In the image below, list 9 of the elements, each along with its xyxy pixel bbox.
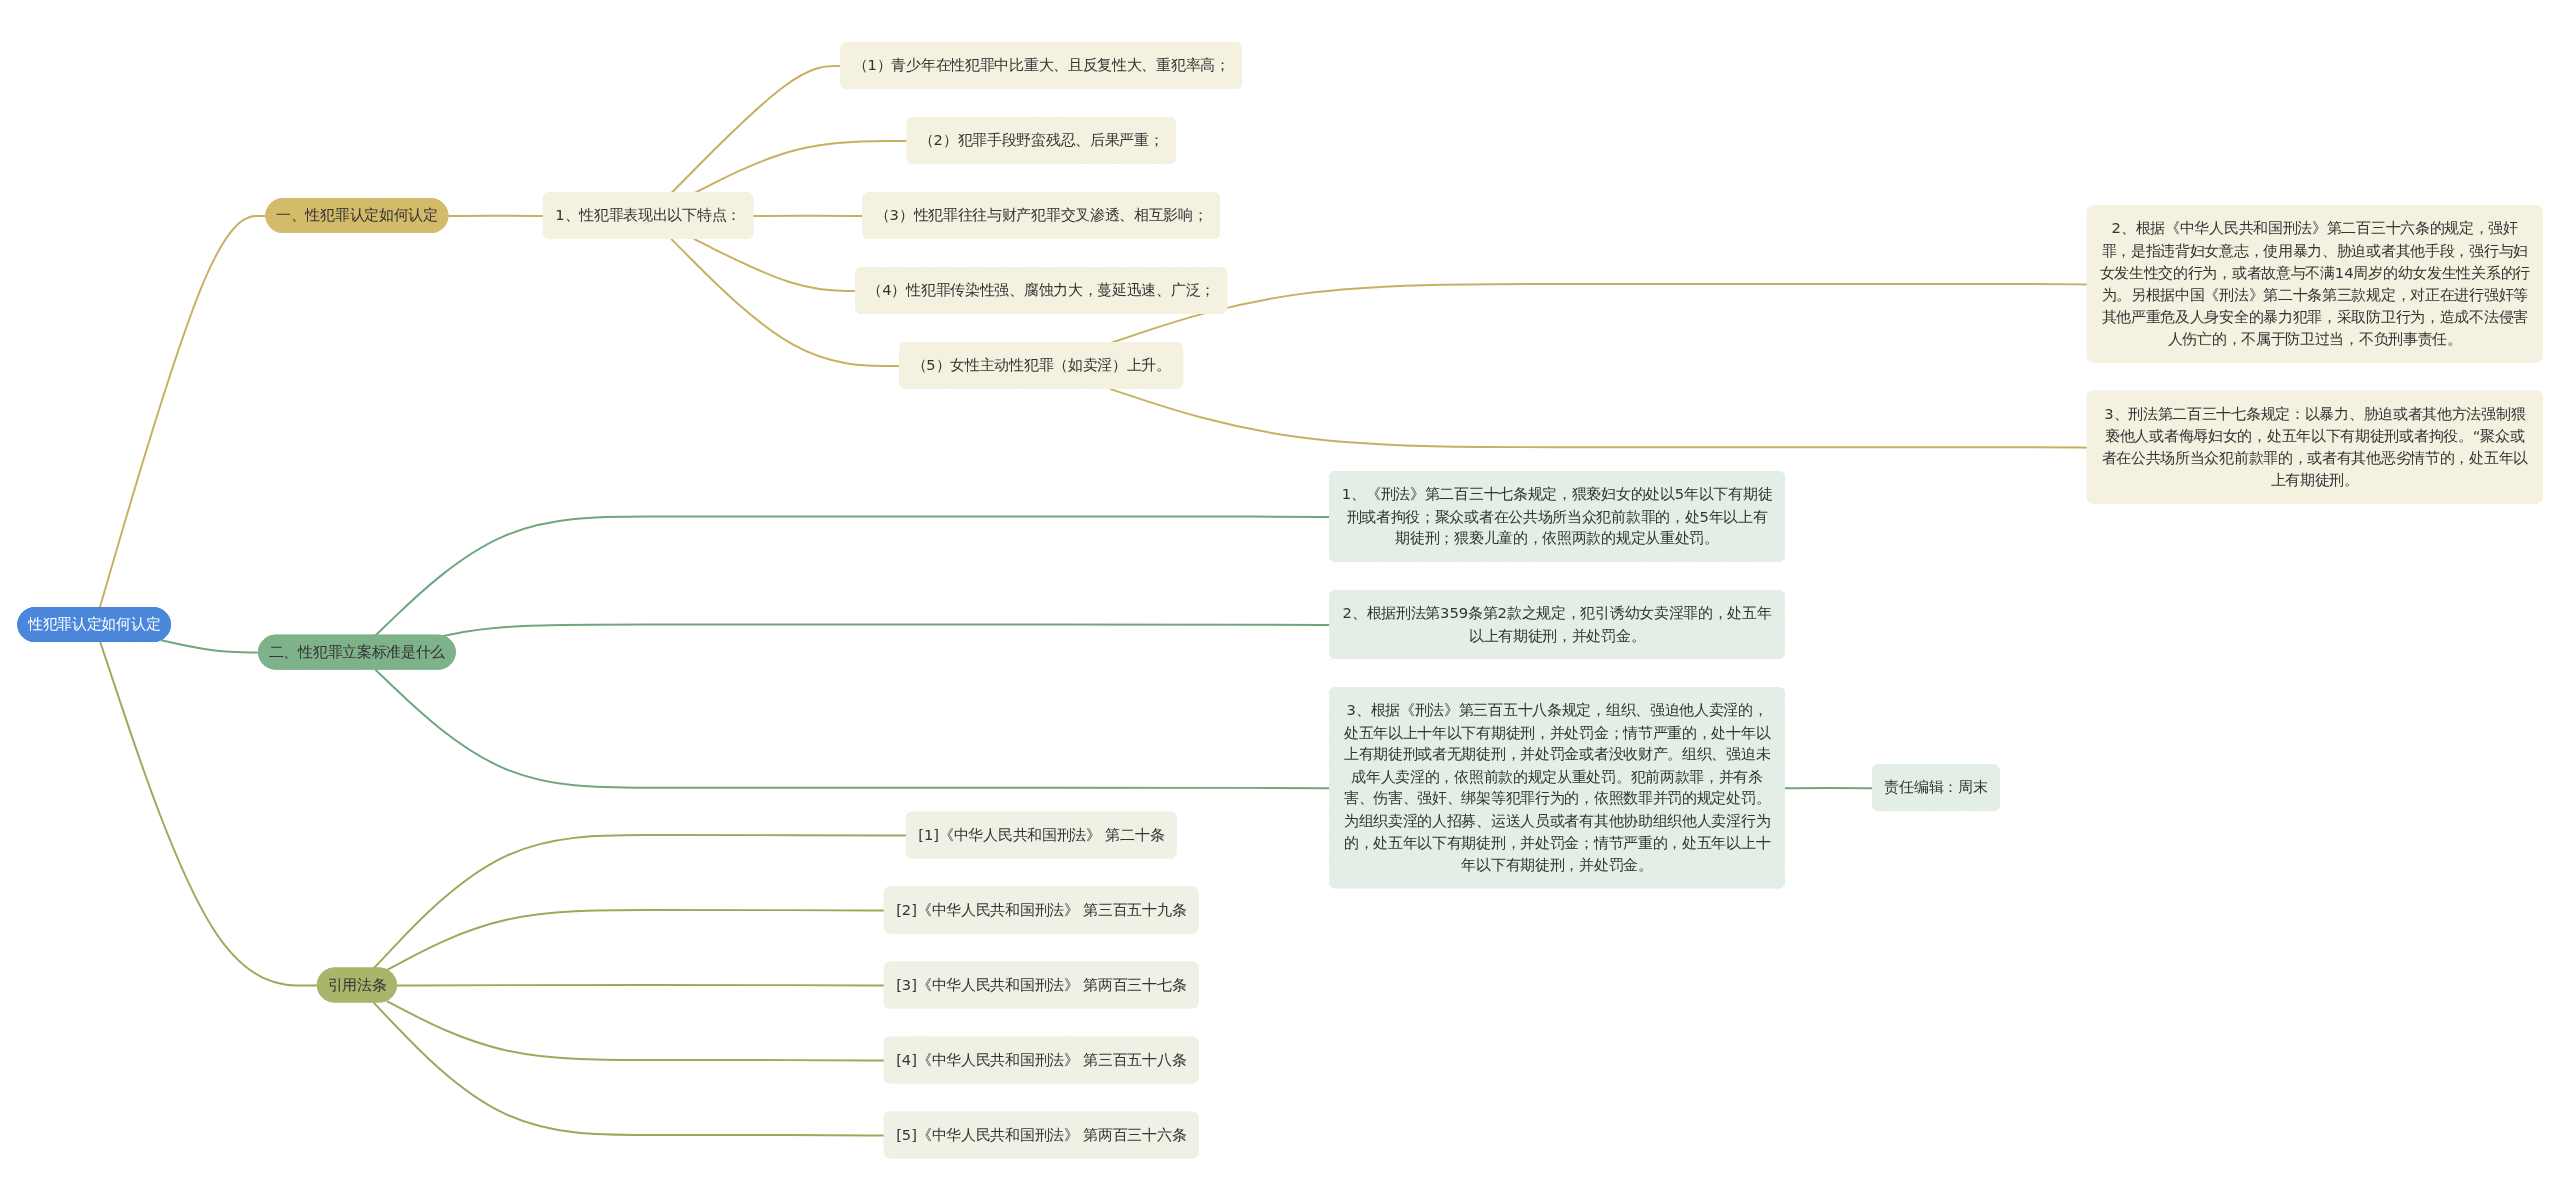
connector xyxy=(98,214,268,609)
connector xyxy=(1108,387,2089,449)
connector xyxy=(752,214,865,217)
connector xyxy=(372,833,908,970)
connector xyxy=(99,640,319,987)
connector xyxy=(447,214,545,217)
connector xyxy=(372,1001,886,1137)
connector xyxy=(385,999,886,1062)
connector xyxy=(395,983,886,987)
